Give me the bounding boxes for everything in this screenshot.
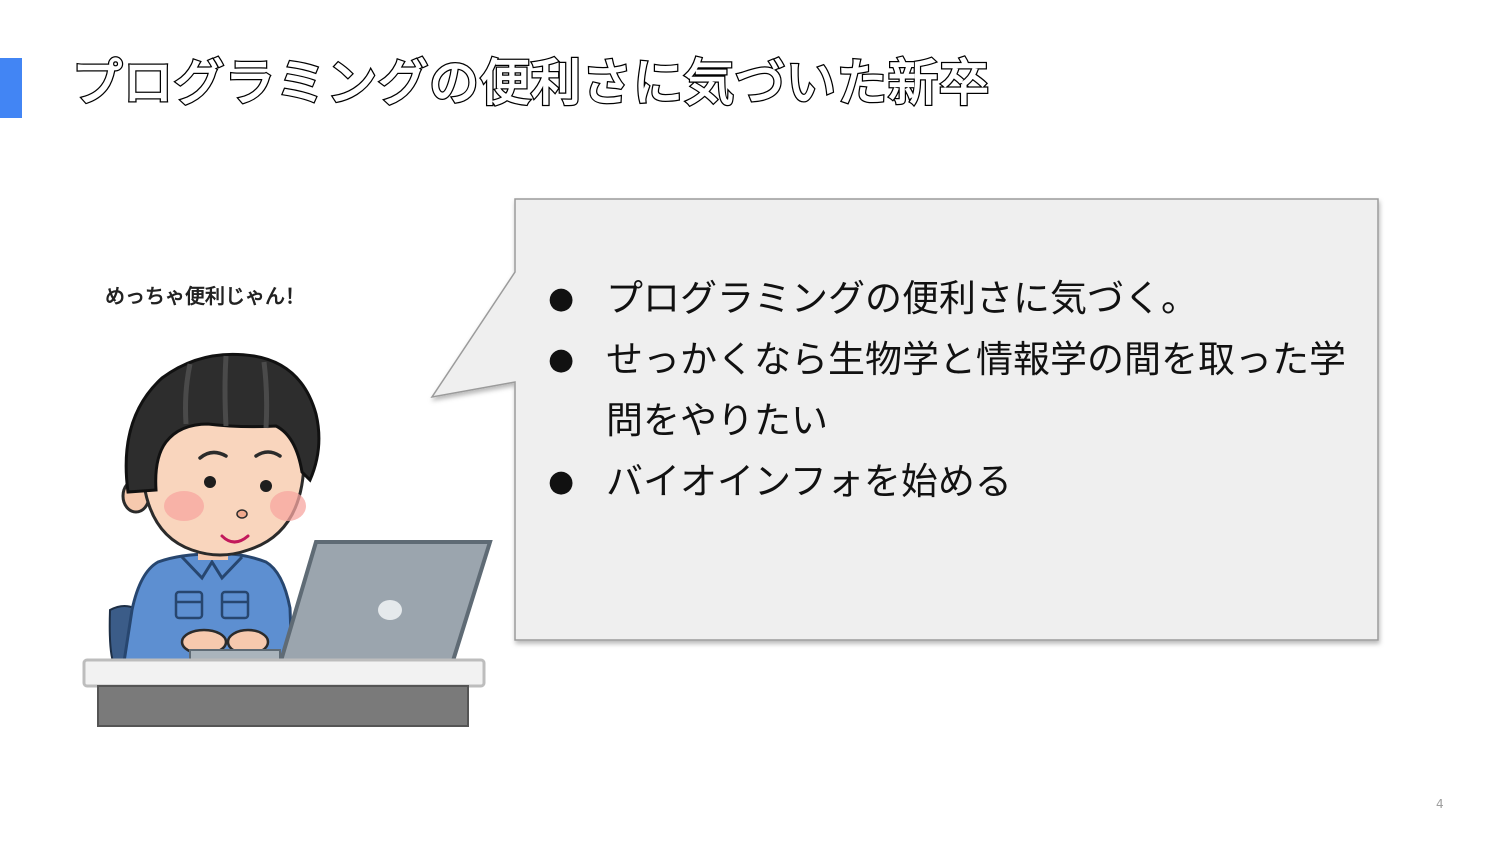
bullet-item: ● バイオインフォを始める [540,451,1350,512]
bullet-text: せっかくなら生物学と情報学の間を取った学問をやりたい [606,338,1346,442]
desk-top [82,658,486,688]
eyebrow-left [198,450,228,460]
eye-right [260,480,272,492]
shirt-collar [180,555,244,581]
bullet-item: ● せっかくなら生物学と情報学の間を取った学問をやりたい [540,329,1350,451]
bullet-text: バイオインフォを始める [606,460,1012,503]
cheek-right [270,491,306,521]
bullet-dot-icon: ● [548,464,575,499]
laptop-logo-icon [378,600,402,620]
slide-title: プログラミングの便利さに気づいた新卒 [71,53,991,114]
title-accent-bar [0,58,22,118]
desk-front [97,685,469,727]
cheek-left [164,491,204,521]
shirt-pocket-right [220,590,250,620]
shirt-pocket-left [174,590,204,620]
eye-left [204,476,216,488]
speech-bubble-shape [430,198,1379,641]
hair [124,352,321,494]
bullet-dot-icon: ● [548,281,575,316]
character-speech-text: めっちゃ便利じゃん！ [105,284,305,308]
bubble-bullet-list: ● プログラミングの便利さに気づく。 ● せっかくなら生物学と情報学の間を取った学問… [540,268,1350,512]
page-number: 4 [1436,797,1444,811]
nose [236,509,248,519]
bullet-item: ● プログラミングの便利さに気づく。 [540,268,1350,329]
person-at-laptop-illustration [82,352,493,727]
bullet-text: プログラミングの便利さに気づく。 [606,277,1198,320]
bullet-dot-icon: ● [548,342,575,377]
mouth [220,534,250,544]
eyebrow-right [254,450,282,458]
hair-stripes [183,355,270,429]
